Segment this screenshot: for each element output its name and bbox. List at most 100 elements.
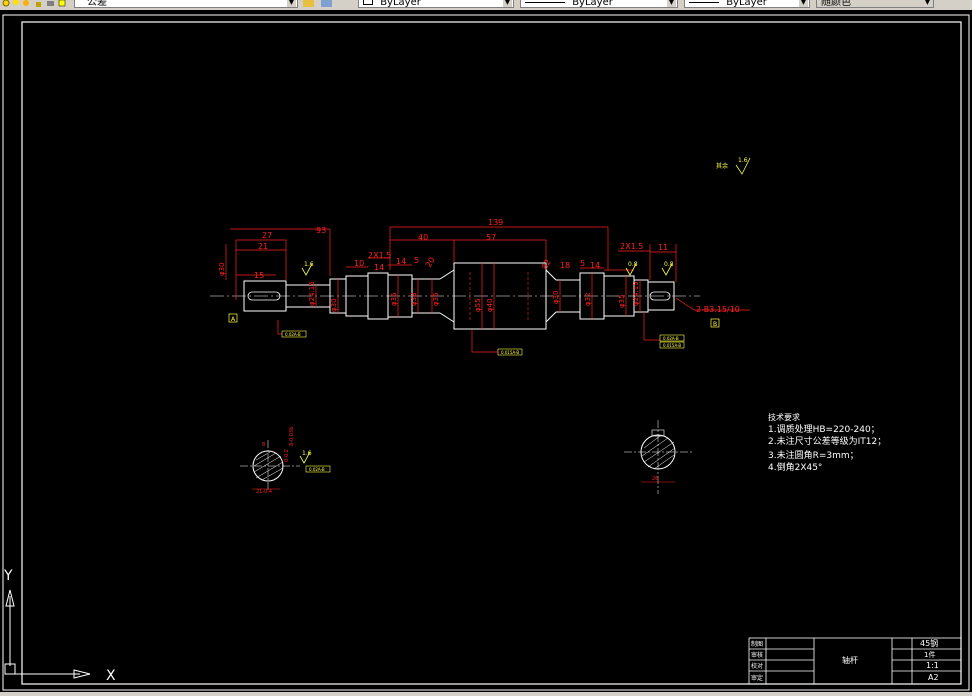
dim-5-a: 5	[414, 256, 419, 265]
section-dim-1: 8-0.036	[289, 427, 295, 446]
sun-icon[interactable]	[22, 0, 31, 8]
diam-6: φ55	[474, 298, 482, 312]
diam-7: φ40	[486, 298, 494, 312]
dim-57: 57	[486, 233, 496, 242]
lineweight-sample-icon	[689, 1, 719, 3]
section-dim-2: 0-0.2	[284, 449, 290, 462]
chevron-down-icon[interactable]: ▼	[503, 0, 512, 7]
diam-1: φ30	[218, 262, 226, 276]
ucs-y-label: Y	[3, 568, 13, 584]
part-name: 轴杆	[842, 655, 858, 665]
make-current-icon[interactable]	[302, 0, 316, 8]
plotstyle-combo[interactable]: 随颜色 ▼	[816, 0, 934, 8]
tol-frame-1: 0.02A-B	[285, 332, 301, 337]
tech-req-4: 4.倒角2X45°	[768, 461, 822, 473]
color-combo-value: ByLayer	[380, 0, 421, 8]
roughness-label: 其余	[716, 162, 728, 170]
chevron-down-icon[interactable]: ▼	[799, 0, 808, 7]
color-combo[interactable]: ByLayer ▼	[358, 0, 514, 8]
linetype-combo[interactable]: ByLayer ▼	[520, 0, 678, 8]
keyways	[247, 291, 671, 301]
roughness-top: 1.6	[738, 157, 748, 164]
roughness-val-2: 0.8	[628, 261, 638, 268]
dim-10: 10	[354, 259, 364, 268]
section-dim-3: 21-0.4	[256, 489, 272, 495]
linetype-sample-icon	[525, 1, 565, 3]
tol-frame-4: 0.015A-B	[663, 343, 681, 348]
layer-previous-icon[interactable]	[320, 0, 334, 8]
layer-state-icon[interactable]	[2, 0, 11, 8]
roughness-val-4: 1.6	[302, 450, 312, 457]
layer-combo[interactable]: 公差 ▼	[74, 0, 298, 8]
diam-12: φ35	[618, 294, 626, 308]
tech-req-1: 1.调质处理HB=220-240；	[768, 423, 880, 435]
shaft-outline	[243, 262, 675, 330]
title-row-3: 校对	[751, 662, 763, 670]
dim-20: 20	[424, 256, 437, 269]
diam-8: φ35	[432, 292, 440, 306]
title-row-4: 审定	[751, 674, 763, 682]
diam-9: φ30	[552, 290, 560, 304]
dim-11: 11	[658, 243, 668, 252]
lock-icon[interactable]	[34, 0, 43, 8]
dim-5-b: 5	[580, 259, 585, 268]
diam-5: φ38	[410, 292, 418, 306]
plotstyle-combo-value: 随颜色	[821, 0, 851, 8]
dim-93: 93	[316, 226, 326, 235]
material: 45钢	[920, 638, 938, 648]
layer-combo-value: 公差	[87, 0, 107, 8]
tech-req-2: 2.未注尺寸公差等级为IT12；	[768, 435, 886, 447]
dim-2x15-right: 2X1.5	[620, 242, 643, 251]
sheet-size: A2	[928, 673, 939, 682]
ucs-icon	[4, 589, 91, 679]
dim-40: 40	[418, 233, 428, 242]
color-square-icon[interactable]	[58, 0, 67, 8]
dim-139: 139	[488, 218, 503, 227]
diam-2: φ24.15	[308, 281, 316, 306]
dim-14-b: 14	[396, 257, 406, 266]
dim-21: 21	[258, 242, 268, 251]
roughness-val-3: 0.8	[664, 261, 674, 268]
ucs-x-label: X	[106, 668, 116, 684]
lineweight-combo-value: ByLayer	[726, 0, 767, 8]
hidden-lines	[469, 272, 529, 322]
datum-b: B	[713, 321, 717, 328]
section-view-left	[240, 440, 300, 492]
datum-a: A	[231, 316, 236, 323]
drawing-canvas[interactable]	[0, 10, 972, 696]
section-dim-4: 8	[262, 442, 265, 448]
dim-15: 15	[254, 271, 264, 280]
dim-27: 27	[262, 231, 272, 240]
chevron-down-icon[interactable]: ▼	[667, 0, 676, 7]
tol-frame-5: 0.02A-B	[309, 467, 325, 472]
dim-14-c: 14	[590, 261, 600, 270]
lineweight-combo[interactable]: ByLayer ▼	[684, 0, 810, 8]
roughness-symbols	[299, 157, 751, 464]
tol-frame-2: 0.015A-B	[501, 350, 519, 355]
title-row-2: 审核	[751, 651, 763, 659]
scale: 1:1	[926, 661, 939, 670]
datum-markers	[228, 313, 720, 328]
dim-18: 18	[560, 261, 570, 270]
lightbulb-icon[interactable]	[12, 0, 21, 8]
quantity: 1件	[924, 650, 935, 659]
title-row-1: 制图	[751, 640, 763, 648]
linetype-combo-value: ByLayer	[572, 0, 613, 8]
chevron-down-icon[interactable]: ▼	[923, 0, 932, 7]
properties-toolbar: 公差 ▼ ByLayer ▼ ByLayer ▼ ByLayer ▼ 随颜色 ▼	[0, 0, 972, 11]
dim-82: 82	[540, 258, 553, 271]
diam-10: φ24.15	[632, 281, 640, 306]
diam-11: φ32	[584, 292, 592, 306]
dim-14-a: 14	[374, 263, 384, 272]
chevron-down-icon[interactable]: ▼	[287, 0, 296, 7]
diam-3: φ30	[330, 298, 338, 312]
dim-2x15-left: 2X1.5	[368, 251, 391, 260]
center-hole-note: 2-B3.15/10	[696, 305, 740, 314]
print-icon[interactable]	[46, 0, 55, 8]
tolerance-frames	[281, 330, 685, 473]
dimension-lines	[225, 226, 750, 353]
title-block	[748, 637, 962, 685]
diam-4: φ35	[390, 292, 398, 306]
sheet-outer-border	[2, 14, 970, 691]
